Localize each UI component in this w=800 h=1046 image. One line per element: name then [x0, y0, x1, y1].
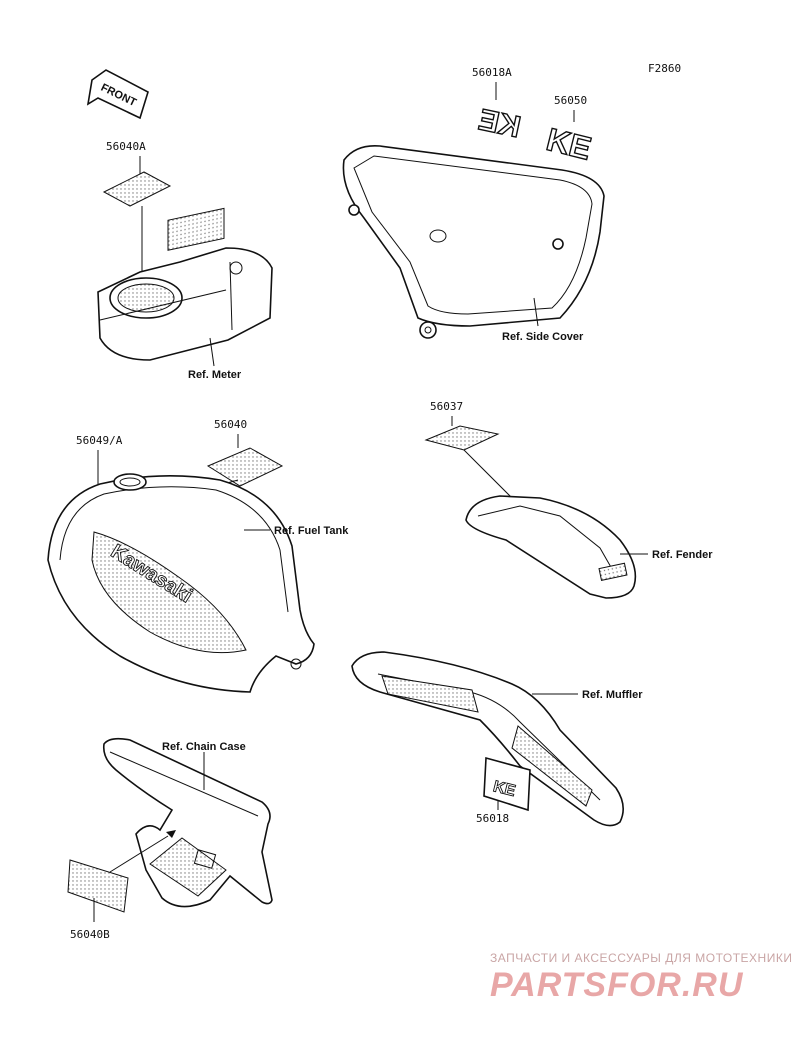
part-number-56040B[interactable]: 56040B	[70, 928, 110, 941]
part-number-56018[interactable]: 56018	[476, 812, 509, 825]
ref-meter-label[interactable]: Ref. Meter	[188, 369, 242, 381]
part-number-56049A[interactable]: 56049/A	[76, 434, 123, 447]
ref-muffler-label[interactable]: Ref. Muffler	[582, 689, 643, 701]
figure-code: F2860	[648, 62, 681, 75]
muffler	[351, 651, 624, 827]
rear-fender	[465, 495, 637, 599]
ref-chain-case-label[interactable]: Ref. Chain Case	[162, 741, 246, 753]
decal-56018A: KE	[475, 103, 524, 145]
ref-fender-label[interactable]: Ref. Fender	[652, 549, 713, 561]
watermark-tagline: ЗАПЧАСТИ И АКСЕССУАРЫ ДЛЯ МОТОТЕХНИКИ	[490, 951, 792, 965]
decal-56018A-text: KE	[476, 103, 524, 144]
fuel-tank: Kawasaki	[47, 473, 315, 693]
meter-housing	[97, 207, 273, 361]
decal-56018-text: KE	[491, 778, 517, 800]
ref-side-cover-label[interactable]: Ref. Side Cover	[502, 331, 584, 343]
decal-56018	[483, 756, 531, 812]
decal-56040	[206, 447, 284, 487]
ref-fuel-tank-label[interactable]: Ref. Fuel Tank	[274, 525, 349, 537]
part-number-56037[interactable]: 56037	[430, 400, 463, 413]
part-number-56050[interactable]: 56050	[554, 94, 587, 107]
chain-case	[102, 737, 273, 908]
side-cover	[342, 144, 605, 339]
decal-56037	[424, 425, 500, 451]
part-number-56040[interactable]: 56040	[214, 418, 247, 431]
part-number-56040A[interactable]: 56040A	[106, 140, 146, 153]
part-number-56018A[interactable]: 56018A	[472, 66, 512, 79]
decal-56040A	[102, 171, 172, 207]
decal-56050-text: KE	[543, 121, 595, 167]
decal-56050: KE	[542, 120, 595, 167]
decal-56040B	[67, 859, 129, 913]
watermark-brand: PARTSFOR.RU	[490, 966, 744, 1004]
front-arrow-icon: FRONT	[86, 69, 149, 120]
